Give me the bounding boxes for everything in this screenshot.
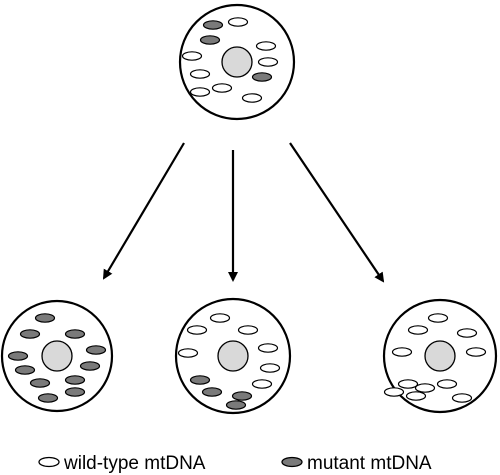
mutant-mtdna	[79, 361, 101, 371]
daughter-cell-left	[0, 299, 114, 413]
nucleus	[221, 46, 253, 78]
wild-type-mtdna	[257, 343, 279, 353]
wild-type-mtdna	[456, 328, 478, 338]
wild-type-mtdna	[186, 325, 208, 335]
wild-type-legend-icon	[38, 456, 60, 468]
mutant-mtdna	[225, 400, 247, 410]
mutant-mtdna	[29, 378, 51, 388]
wild-type-mtdna	[189, 69, 211, 79]
mutant-mtdna	[64, 375, 86, 385]
wild-type-mtdna	[209, 313, 231, 323]
wild-type-mtdna	[211, 83, 233, 93]
mutant-mtdna	[251, 72, 273, 82]
mutant-mtdna	[64, 387, 86, 397]
wild-type-mtdna	[436, 379, 458, 389]
nucleus	[217, 340, 249, 372]
mutant-mtdna	[202, 20, 224, 30]
wild-type-mtdna	[414, 383, 436, 393]
mutant-legend-icon	[281, 456, 303, 468]
mutant-mtdna	[85, 345, 107, 355]
wild-type-mtdna	[397, 379, 419, 389]
cells-group	[0, 3, 498, 415]
mutant-mtdna	[19, 329, 41, 339]
wild-type-mtdna	[405, 391, 427, 401]
wild-type-mtdna	[427, 313, 449, 323]
wild-type-mtdna	[259, 363, 281, 373]
wild-type-mtdna	[241, 93, 263, 103]
mutant-mtdna	[14, 365, 36, 375]
legend: wild-type mtDNA mutant mtDNA	[38, 453, 432, 474]
wild-type-mtdna	[255, 41, 277, 51]
nucleus	[424, 340, 456, 372]
wild-type-mtdna	[257, 57, 279, 67]
mutant-mtdna	[199, 35, 221, 45]
mutant-mtdna	[189, 375, 211, 385]
arrow-to-left-cell	[102, 142, 185, 280]
wild-type-mtdna	[237, 325, 259, 335]
mutant-mtdna	[34, 313, 56, 323]
parent-cell	[178, 3, 296, 121]
mutant-legend-label: mutant mtDNA	[307, 453, 432, 474]
wild-type-mtdna	[177, 348, 199, 358]
wild-type-mtdna	[227, 17, 249, 27]
mutant-mtdna	[231, 391, 253, 401]
nucleus	[41, 340, 73, 372]
wild-type-mtdna	[383, 387, 405, 397]
daughter-cell-right	[382, 298, 498, 414]
wild-type-mtdna	[181, 51, 203, 61]
wild-type-legend-label: wild-type mtDNA	[63, 453, 206, 474]
mutant-mtdna	[7, 351, 29, 361]
mutant-mtdna	[64, 329, 86, 339]
wild-type-mtdna	[407, 325, 429, 335]
arrow-to-right-cell	[289, 142, 385, 283]
mutant-mtdna	[201, 387, 223, 397]
wild-type-mtdna	[189, 87, 211, 97]
daughter-cell-middle	[174, 297, 292, 415]
mutant-mtdna	[37, 393, 59, 403]
arrows	[102, 142, 385, 283]
wild-type-mtdna	[451, 393, 473, 403]
wild-type-mtdna	[251, 379, 273, 389]
wild-type-mtdna	[465, 347, 487, 357]
wild-type-mtdna	[391, 347, 413, 357]
